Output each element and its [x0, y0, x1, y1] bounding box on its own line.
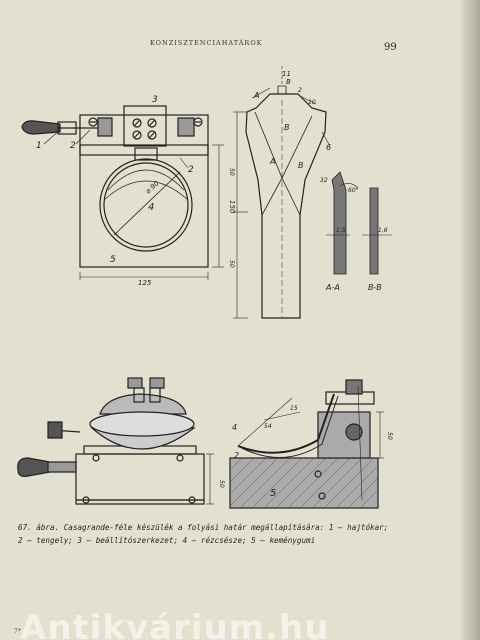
label-r2: 2	[298, 87, 302, 94]
watermark: Antikvárium.hu	[20, 608, 330, 640]
device-plan-view	[21, 105, 224, 280]
label-2: 2	[70, 141, 76, 151]
figure-caption: 67. ábra. Casagrande-féle készülék a fol…	[18, 521, 408, 547]
label-5: 5	[110, 255, 116, 265]
label-A1: A	[253, 91, 259, 100]
label-4: 4	[148, 202, 154, 213]
h50-section: 50	[386, 432, 393, 440]
r32: 32	[320, 177, 328, 184]
grooving-tool-view	[233, 66, 392, 319]
label-bottom-5: 5	[270, 488, 276, 499]
label-bottom-2: 2	[234, 451, 239, 460]
h-lower: 50	[228, 260, 235, 268]
angle-small: 10	[308, 99, 316, 106]
section-bb: B-B	[368, 283, 382, 292]
thick2: 1,6	[378, 227, 388, 234]
label-B2: B	[298, 161, 304, 170]
r54: 54	[264, 423, 272, 430]
section-aa: A-A	[325, 283, 340, 292]
label-2b: 2	[188, 165, 194, 175]
label-bottom-4: 4	[232, 423, 237, 432]
binding-shadow	[458, 0, 480, 640]
h50-side: 50	[218, 480, 225, 488]
label-A2: A	[269, 157, 275, 166]
height-dim: 150	[228, 200, 236, 214]
label-6: 6	[326, 143, 331, 152]
label-1: 1	[36, 141, 42, 151]
hatching	[229, 457, 379, 509]
thick1: 1,5	[336, 227, 346, 234]
h50: 50	[228, 168, 235, 176]
page-number: 99	[384, 42, 397, 53]
label-3: 3	[152, 95, 158, 105]
corner-mark: 7*	[14, 628, 21, 635]
width-dim: 125	[138, 279, 152, 287]
device-side-view	[17, 377, 214, 505]
caption-line-1: 67. ábra. Casagrande-féle készülék a fol…	[18, 523, 389, 532]
angle-15: 15	[290, 405, 298, 412]
top-width: 11	[282, 70, 291, 78]
running-head: KONZISZTENCIAHATÁROK	[150, 39, 263, 47]
angle60: 60°	[348, 187, 359, 194]
label-b-small: B	[286, 78, 291, 86]
caption-line-2: 2 — tengely; 3 — beállítószerkezet; 4 — …	[18, 536, 316, 545]
label-B1: B	[284, 123, 290, 132]
